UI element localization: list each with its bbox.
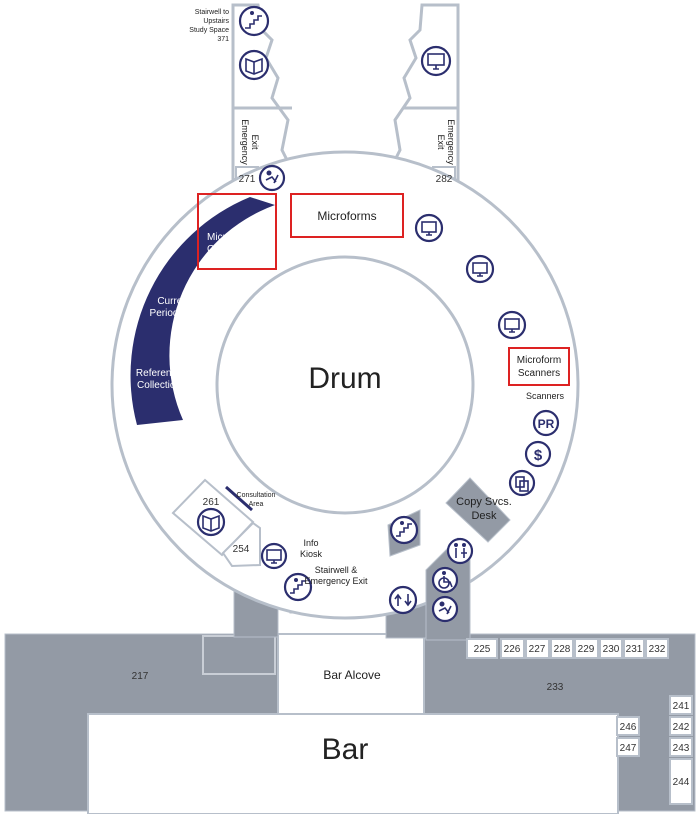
computer-icon[interactable]: [465, 254, 495, 284]
stairs-icon[interactable]: [283, 572, 313, 602]
pr-icon-text: PR: [538, 417, 555, 431]
room-225-label: 225: [474, 644, 491, 655]
room-271-label: 271: [239, 174, 256, 185]
accessible-service-icon[interactable]: [431, 595, 459, 623]
bar-label: Bar: [322, 733, 369, 766]
room-241-label: 241: [673, 701, 690, 712]
microform-scanners-label-1: Microform: [517, 355, 561, 366]
pr-icon[interactable]: PR: [532, 409, 560, 437]
computer-icon[interactable]: [414, 213, 444, 243]
room-226-label: 226: [504, 644, 521, 655]
room-232-box[interactable]: [645, 638, 669, 659]
microprint-label-1: Microprint: [207, 232, 251, 243]
emergency-left-label-1: Emergency: [240, 119, 250, 165]
room-242-box[interactable]: [669, 716, 693, 736]
room-229-label: 229: [578, 644, 595, 655]
reference-label-2: Collection: [137, 380, 181, 391]
stair-upstairs-label-2: Upstairs: [203, 18, 229, 25]
copy-desk-label-2: Desk: [471, 510, 497, 522]
microform-scanners-highlight: [508, 347, 570, 386]
emergency-exit-right-label: Emergency Exit: [436, 119, 456, 165]
room-227-box[interactable]: [525, 638, 550, 659]
reference-label-1: Reference: [136, 368, 183, 379]
dollar-icon-text: $: [534, 447, 543, 464]
room-246-label: 246: [620, 722, 637, 733]
emergency-left-label-2: Exit: [250, 134, 260, 150]
stair-upstairs-label-4: 371: [217, 36, 229, 43]
bar-alcove-area[interactable]: [277, 633, 425, 715]
room-strip: [466, 638, 693, 805]
copy-icon[interactable]: [508, 469, 536, 497]
microprint-label-2: Collection: [207, 244, 251, 255]
current-periodicals-label-2: Periodicals: [150, 308, 199, 319]
stairwell-exit-label-2: Emergency Exit: [304, 576, 368, 586]
drum-label: Drum: [308, 362, 381, 395]
room-241-box[interactable]: [669, 695, 693, 715]
room-231-label: 231: [626, 644, 643, 655]
room-246-box[interactable]: [616, 716, 640, 736]
room-230-label: 230: [603, 644, 620, 655]
computer-icon[interactable]: [420, 45, 452, 77]
room-231-box[interactable]: [623, 638, 645, 659]
room-244-label: 244: [673, 777, 690, 788]
room-243-box[interactable]: [669, 737, 693, 757]
room-227-label: 227: [529, 644, 546, 655]
book-icon[interactable]: [238, 49, 270, 81]
stair-upstairs-label-3: Study Space: [189, 27, 229, 34]
microforms-label: Microforms: [317, 209, 376, 223]
room-225-box[interactable]: [466, 638, 498, 659]
room-228-label: 228: [554, 644, 571, 655]
accessible-service-icon[interactable]: [258, 164, 286, 192]
room-217-nook: [202, 635, 276, 675]
book-icon[interactable]: [196, 507, 226, 537]
drum-ring[interactable]: [215, 255, 475, 515]
room-282-label: 282: [436, 174, 453, 185]
room-229-box[interactable]: [574, 638, 599, 659]
consultation-label-1: Consultation: [237, 492, 276, 499]
room-243-label: 243: [673, 743, 690, 754]
collection-shelves[interactable]: [130, 197, 275, 425]
room-233-label: 233: [547, 682, 564, 693]
room-232-label: 232: [649, 644, 666, 655]
room-230-box[interactable]: [599, 638, 623, 659]
restroom-icon[interactable]: [446, 537, 474, 565]
room-254-label: 254: [233, 544, 250, 555]
room-247-box[interactable]: [616, 737, 640, 757]
bar-alcove-label: Bar Alcove: [323, 668, 381, 682]
stairs-icon[interactable]: [389, 515, 419, 545]
microprint-highlight: [197, 193, 277, 270]
room-217-label: 217: [132, 671, 149, 682]
room-226-box[interactable]: [500, 638, 525, 659]
emergency-exit-left-label: Emergency Exit: [240, 119, 260, 165]
room-254-box[interactable]: [221, 521, 261, 568]
room-228-box[interactable]: [550, 638, 574, 659]
current-periodicals-label-1: Current: [157, 296, 191, 307]
elevator-icon[interactable]: [388, 585, 418, 615]
room-244-box[interactable]: [669, 758, 693, 805]
computer-icon[interactable]: [260, 542, 288, 570]
consultation-label-2: Area: [249, 501, 264, 508]
stair-upstairs-label-1: Stairwell to: [195, 9, 229, 16]
dollar-icon[interactable]: $: [524, 440, 552, 468]
stairs-icon[interactable]: [238, 5, 270, 37]
stairwell-exit-label-1: Stairwell &: [315, 565, 358, 575]
copy-desk-box[interactable]: [445, 477, 511, 543]
computer-icon[interactable]: [497, 310, 527, 340]
microforms-highlight: [290, 193, 404, 238]
scanners-label: Scanners: [526, 391, 565, 401]
room-242-label: 242: [673, 722, 690, 733]
microform-scanners-label-2: Scanners: [518, 368, 560, 379]
info-kiosk-label-1: Info: [303, 538, 318, 548]
info-kiosk-label-2: Kiosk: [300, 549, 323, 559]
consultation-marker: [225, 485, 253, 512]
emergency-right-label-1: Emergency: [446, 119, 456, 165]
wheelchair-icon[interactable]: [431, 566, 459, 594]
room-247-label: 247: [620, 743, 637, 754]
emergency-right-label-2: Exit: [436, 134, 446, 150]
bar-area[interactable]: [87, 713, 619, 814]
room-261-label: 261: [203, 497, 220, 508]
copy-desk-label-1: Copy Svcs.: [456, 496, 512, 508]
